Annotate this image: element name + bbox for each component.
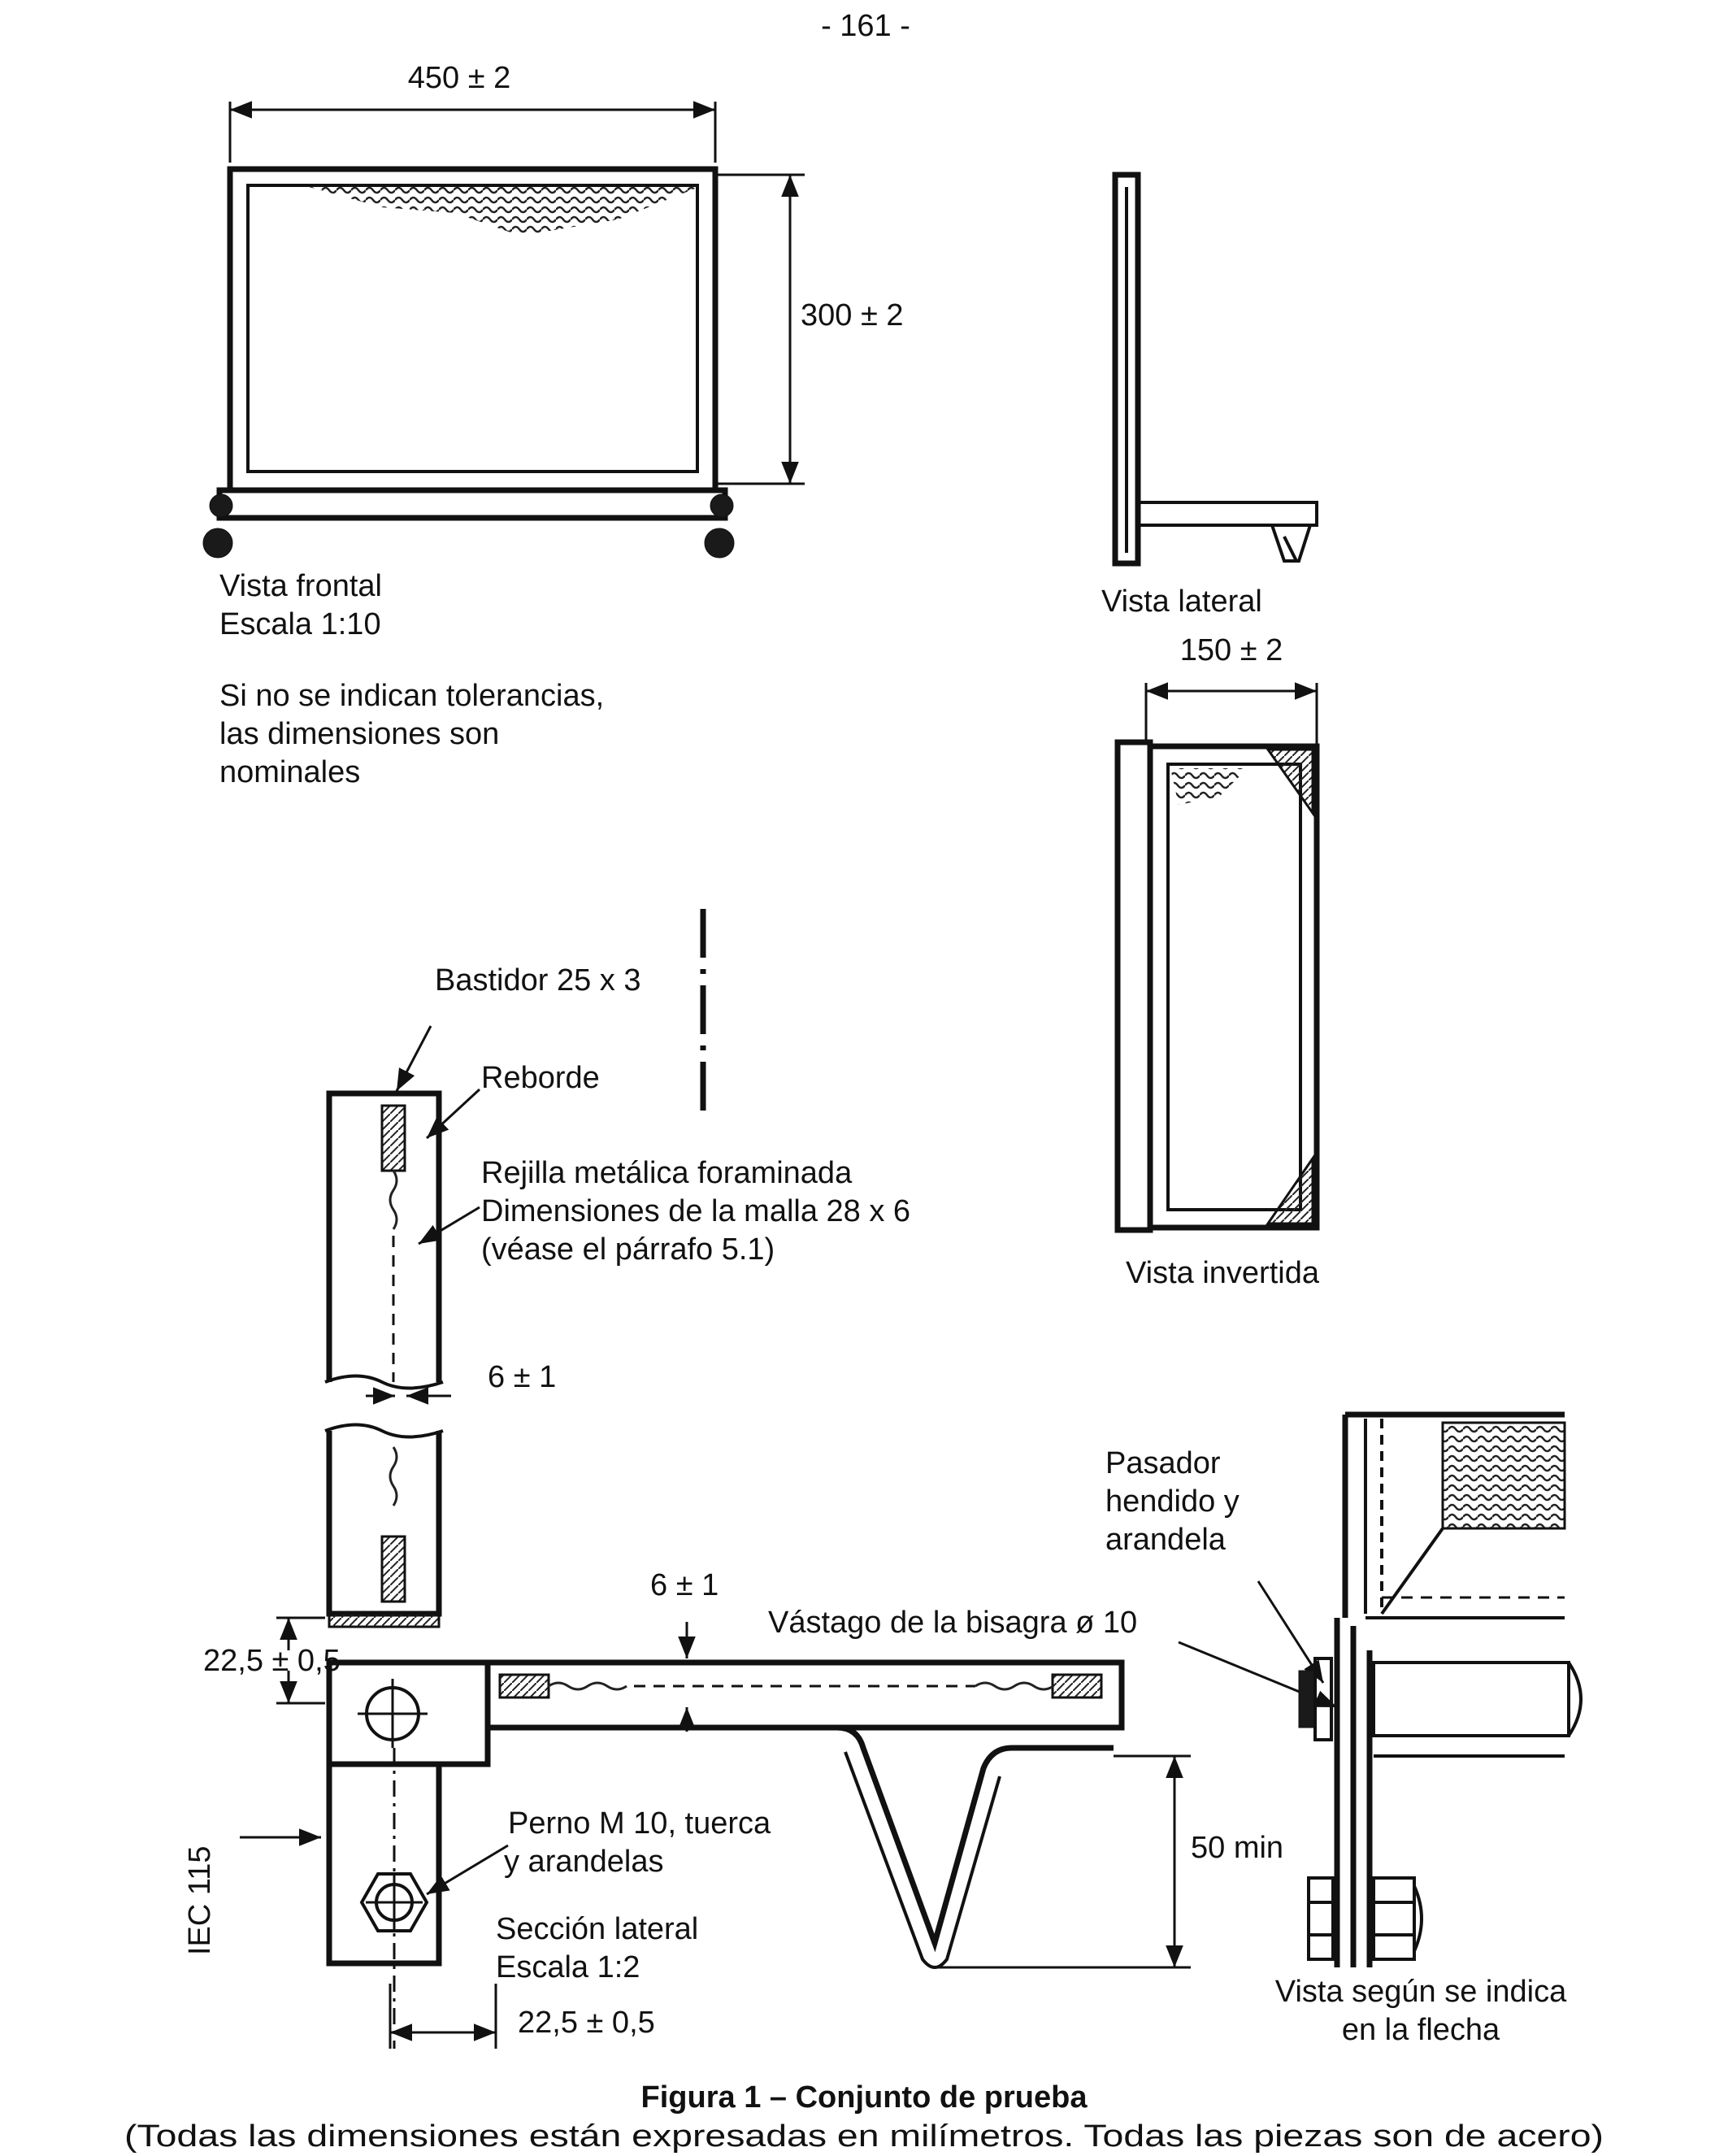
arrow-view-frame: [1342, 1411, 1565, 1618]
figure-subtitle: (Todas las dimensiones están expresadas …: [124, 2119, 1604, 2154]
inverted-side-bar: [1114, 739, 1153, 1233]
rod-end: [1567, 1661, 1583, 1737]
gap-6-top-dimension: 6 ± 1: [650, 1568, 719, 1602]
front-mesh: [309, 187, 699, 236]
hinge-22-left-dimension: 22,5 ± 0,5: [203, 1644, 341, 1678]
front-height-dimension: 300 ± 2: [801, 298, 904, 333]
nut-right: [1372, 1876, 1416, 1961]
tolerance-note: Si no se indican tolerancias, las dimens…: [219, 679, 604, 789]
frame-label: Bastidor 25 x 3: [435, 963, 640, 998]
mesh-wire: [975, 1681, 1054, 1691]
side-support-v: [1270, 524, 1312, 563]
rim-block: [380, 1535, 406, 1603]
note-line: Si no se indican tolerancias,: [219, 679, 604, 713]
bolt-end: [1413, 1885, 1423, 1952]
wheel: [202, 528, 233, 559]
corner-gusset: [1266, 1154, 1314, 1225]
hinge-22-bottom-dimension: 22,5 ± 0,5: [518, 2006, 655, 2040]
side-view-label: Vista lateral: [1101, 585, 1262, 619]
wheel: [209, 493, 233, 518]
cotter-label: Pasador: [1105, 1446, 1221, 1480]
rim-block: [1051, 1673, 1103, 1699]
leader-line: [426, 1844, 509, 1896]
mesh-reference: (véase el párrafo 5.1): [481, 1232, 775, 1267]
rim-block: [380, 1104, 406, 1172]
page-number: - 161 -: [821, 9, 910, 43]
mesh-wire: [389, 1170, 398, 1230]
inverted-mesh: [1170, 768, 1248, 805]
hinge-pin-label: Vástago de la bisagra ø 10: [768, 1606, 1137, 1640]
section-label: Sección lateral: [496, 1912, 698, 1946]
hinge-rod: [1372, 1661, 1570, 1737]
arrow-view: Pasador hendido y arandela Vista según s…: [1105, 1411, 1583, 2047]
wheel: [710, 493, 734, 518]
v-support: [715, 1724, 1114, 1953]
inverted-width-dimension: 150 ± 2: [1180, 633, 1283, 667]
front-view-label: Vista frontal: [219, 569, 382, 603]
inverted-frame-inner: [1166, 763, 1302, 1211]
section-scale: Escala 1:2: [496, 1950, 640, 1984]
upper-member: [326, 1090, 442, 1382]
bolt-label: Perno M 10, tuerca: [508, 1806, 771, 1841]
min-height-dimension: 50 min: [1191, 1831, 1283, 1865]
note-line: nominales: [219, 755, 360, 789]
cotter-label-3: arandela: [1105, 1523, 1227, 1557]
cotter-label-2: hendido y: [1105, 1484, 1240, 1519]
washer: [1313, 1657, 1333, 1741]
figure-title: Figura 1 – Conjunto de prueba: [641, 2080, 1088, 2115]
mesh-label: Rejilla metálica foraminada: [481, 1156, 853, 1190]
leader-line: [425, 1088, 481, 1140]
gap-6-dimension: 6 ± 1: [488, 1360, 556, 1394]
arrow-view-label-2: en la flecha: [1342, 2013, 1500, 2047]
arrow-view-label: Vista según se indica: [1275, 1975, 1567, 2009]
leader-line: [395, 1025, 432, 1092]
rim-label: Reborde: [481, 1061, 600, 1095]
front-frame-inner: [246, 184, 699, 473]
front-width-dimension: 450 ± 2: [408, 61, 511, 95]
bolt-label-2: y arandelas: [504, 1845, 663, 1879]
nut-left: [1307, 1876, 1335, 1961]
side-section: Bastidor 25 x 3 Reborde Rejilla metálica…: [183, 909, 1338, 2049]
horizontal-member: [484, 1659, 1125, 1731]
side-base-bar: [1136, 501, 1318, 527]
margin-code: IEC 115: [183, 1846, 217, 1955]
front-view: 450 ± 2 300 ± 2 Vista frontal Escala 1:1…: [202, 61, 904, 641]
inverted-frame-outer: [1147, 743, 1320, 1231]
inverted-view: 150 ± 2 Vista invertida: [1114, 633, 1320, 1290]
mesh-dimensions: Dimensiones de la malla 28 x 6: [481, 1194, 910, 1228]
mesh-wire: [389, 1446, 398, 1506]
front-view-scale: Escala 1:10: [219, 607, 381, 641]
inverted-view-label: Vista invertida: [1126, 1256, 1320, 1290]
lower-plate: [326, 1761, 442, 1967]
side-frame-upright: [1112, 172, 1141, 567]
rim-block: [498, 1673, 550, 1699]
arrow-view-mesh: [1441, 1421, 1566, 1530]
frame-cross-section: [328, 1612, 441, 1628]
side-view: Vista lateral: [1101, 172, 1318, 619]
break-mark: [324, 1423, 444, 1439]
wheel: [704, 528, 735, 559]
nut-hex: [359, 1872, 429, 1932]
break-mark: [324, 1374, 444, 1390]
front-base-rail: [216, 487, 728, 521]
mesh-wire: [548, 1681, 627, 1691]
gusset-line: [1380, 1527, 1444, 1615]
leader-line: [418, 1206, 480, 1245]
note-line: las dimensiones son: [219, 717, 499, 751]
leader-line: [1257, 1580, 1325, 1684]
corner-gusset: [1266, 748, 1314, 817]
cotter-pin: [1298, 1670, 1316, 1728]
